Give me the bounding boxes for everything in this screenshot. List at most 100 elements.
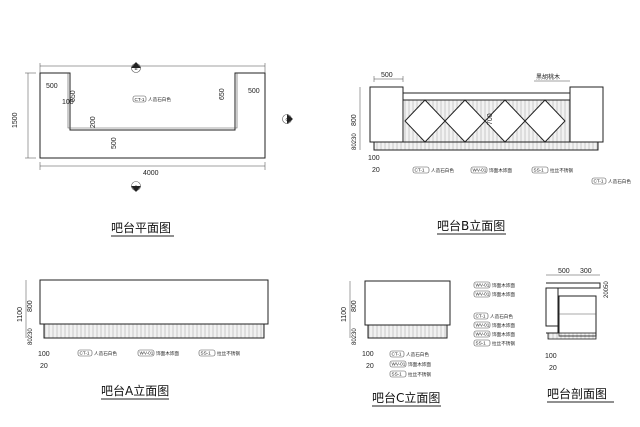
elev-b-label-top: 黑胡桃木 bbox=[536, 73, 560, 81]
plan-material-tag bbox=[132, 95, 147, 103]
elev-a-plinth bbox=[43, 323, 265, 339]
elev-b-diamond-inlays bbox=[404, 99, 566, 143]
svg-text:WV-01: WV-01 bbox=[476, 323, 490, 328]
svg-text:CT-1: CT-1 bbox=[80, 351, 90, 356]
elevation-a-title: 吧台A立面图 bbox=[101, 383, 169, 398]
section-view-title: 吧台剖面图 bbox=[547, 386, 607, 401]
elev-c-plinth bbox=[367, 324, 448, 339]
svg-text:饰面木饰面: 饰面木饰面 bbox=[492, 291, 515, 298]
svg-text:WV-01: WV-01 bbox=[476, 292, 490, 297]
svg-text:人造石白色: 人造石白色 bbox=[490, 313, 513, 320]
elevation-c: 1100 800 80230 100 20 CT-1 人造石白色 WV-01 饰… bbox=[341, 280, 451, 407]
elev-c-dim-base: 80230 bbox=[352, 328, 358, 345]
svg-text:C: C bbox=[286, 117, 290, 122]
elev-b-left-block bbox=[369, 86, 404, 143]
plan-dim-total-length: 4000 bbox=[143, 170, 159, 177]
svg-text:SS-1: SS-1 bbox=[201, 351, 212, 356]
svg-text:CT-1: CT-1 bbox=[594, 179, 604, 184]
svg-text:饰面木饰面: 饰面木饰面 bbox=[156, 350, 179, 357]
elev-b-dim-height: 800 bbox=[351, 114, 358, 126]
svg-text:CT-1: CT-1 bbox=[392, 352, 402, 357]
plan-dim-front: 500 bbox=[111, 137, 118, 149]
elev-c-dim-offset-1: 100 bbox=[362, 351, 374, 358]
plan-dim-left-gap: 100 bbox=[62, 99, 74, 106]
svg-text:SS-1: SS-1 bbox=[476, 341, 487, 346]
section-cabinet-body bbox=[558, 295, 597, 337]
elev-b-dim-offset-1: 100 bbox=[368, 155, 380, 162]
svg-text:拉丝不锈钢: 拉丝不锈钢 bbox=[492, 340, 515, 347]
svg-text:B: B bbox=[135, 66, 138, 71]
svg-text:A: A bbox=[135, 184, 139, 189]
plan-material-code: CT-1 bbox=[135, 97, 145, 102]
plan-counter-outline bbox=[39, 72, 266, 159]
view-marker-a: A bbox=[131, 181, 141, 192]
section-material-callouts: WV-01 饰面木饰面 WV-01 饰面木饰面 CT-1 人造石白色 WV-01… bbox=[473, 281, 515, 347]
svg-text:CT-1: CT-1 bbox=[476, 314, 486, 319]
elev-c-dim-face: 800 bbox=[351, 300, 358, 312]
elev-a-front-face bbox=[39, 279, 269, 325]
elev-a-dim-height: 1100 bbox=[17, 307, 24, 322]
svg-text:饰面木饰面: 饰面木饰面 bbox=[492, 282, 515, 289]
svg-text:SS-1: SS-1 bbox=[392, 372, 403, 377]
elev-c-material-callouts: CT-1 人造石白色 WV-01 饰面木饰面 SS-1 拉丝不锈钢 bbox=[389, 350, 431, 378]
svg-text:拉丝不锈钢: 拉丝不锈钢 bbox=[217, 350, 240, 357]
elev-b-dim-panel: 700 bbox=[487, 113, 494, 125]
elevation-c-title: 吧台C立面图 bbox=[372, 390, 440, 405]
section-front-stone bbox=[545, 287, 559, 327]
svg-text:WV-01: WV-01 bbox=[476, 332, 490, 337]
plan-material-name: 人造石白色 bbox=[148, 96, 171, 103]
section-dim-top-2: 300 bbox=[580, 268, 592, 275]
svg-text:饰面木饰面: 饰面木饰面 bbox=[492, 322, 515, 329]
plan-dim-right-arm: 650 bbox=[219, 88, 226, 100]
elev-c-dim-offset-2: 20 bbox=[366, 363, 374, 370]
elev-b-material-callouts: CT-1 人造石白色 WV-01 饰面木饰面 SS-1 拉丝不锈钢 CT-1 人… bbox=[412, 166, 631, 185]
elev-a-dim-face: 800 bbox=[27, 300, 34, 312]
svg-text:人造石白色: 人造石白色 bbox=[431, 167, 454, 174]
elev-a-dim-offset-2: 20 bbox=[40, 363, 48, 370]
elev-b-dim-top: 500 bbox=[381, 72, 393, 79]
svg-text:WV-01: WV-01 bbox=[140, 351, 154, 356]
elevation-b: 500 黑胡桃木 700 800 80230 100 20 CT-1 人造石白色… bbox=[351, 72, 631, 235]
elev-b-right-block bbox=[569, 86, 604, 143]
svg-text:人造石白色: 人造石白色 bbox=[608, 178, 631, 185]
section-view: 500 300 20050 100 20 WV-01 饰面木饰面 WV-01 饰… bbox=[473, 268, 614, 403]
elev-b-dim-base: 80230 bbox=[352, 133, 358, 150]
plan-dim-left-arm: 650 bbox=[70, 90, 77, 102]
plan-dim-right-depth: 500 bbox=[248, 88, 260, 95]
svg-text:拉丝不锈钢: 拉丝不锈钢 bbox=[408, 371, 431, 378]
plan-dim-total-depth: 1500 bbox=[12, 112, 19, 128]
elev-b-top-rail bbox=[402, 92, 571, 101]
svg-text:饰面木饰面: 饰面木饰面 bbox=[408, 361, 431, 368]
svg-text:SS-1: SS-1 bbox=[534, 168, 545, 173]
plan-dim-inner: 200 bbox=[90, 116, 97, 128]
plan-view: 500 500 650 650 100 200 500 1500 4000 CT… bbox=[12, 62, 293, 237]
section-plinth bbox=[547, 332, 597, 340]
svg-text:人造石白色: 人造石白色 bbox=[94, 350, 117, 357]
elev-a-dim-offset-1: 100 bbox=[38, 351, 50, 358]
section-dim-offset-2: 20 bbox=[549, 365, 557, 372]
svg-text:饰面木饰面: 饰面木饰面 bbox=[492, 331, 515, 338]
section-dim-right: 20050 bbox=[604, 281, 610, 298]
svg-text:拉丝不锈钢: 拉丝不锈钢 bbox=[550, 167, 573, 174]
svg-text:WV-01: WV-01 bbox=[476, 283, 490, 288]
elev-b-plinth bbox=[373, 141, 599, 151]
elev-b-dim-offset-2: 20 bbox=[372, 167, 380, 174]
plan-dim-left-depth: 500 bbox=[46, 83, 58, 90]
plan-view-title: 吧台平面图 bbox=[111, 220, 171, 235]
view-marker-b: B bbox=[131, 62, 141, 73]
elevation-a: 1100 800 80230 100 20 CT-1 人造石白色 WV-01 饰… bbox=[17, 279, 269, 400]
svg-text:CT-1: CT-1 bbox=[415, 168, 425, 173]
svg-text:WV-01: WV-01 bbox=[473, 168, 487, 173]
section-dim-top-1: 500 bbox=[558, 268, 570, 275]
section-dim-offset-1: 100 bbox=[545, 353, 557, 360]
elev-c-dim-height: 1100 bbox=[341, 307, 348, 322]
plan-counter-inner-edge bbox=[67, 73, 238, 129]
svg-text:人造石白色: 人造石白色 bbox=[406, 351, 429, 358]
view-marker-c: C bbox=[282, 114, 293, 124]
elev-c-side-face bbox=[364, 280, 451, 326]
elev-a-material-callouts: CT-1 人造石白色 WV-01 饰面木饰面 SS-1 拉丝不锈钢 bbox=[77, 349, 240, 357]
svg-text:WV-01: WV-01 bbox=[392, 362, 406, 367]
svg-text:饰面木饰面: 饰面木饰面 bbox=[489, 167, 512, 174]
